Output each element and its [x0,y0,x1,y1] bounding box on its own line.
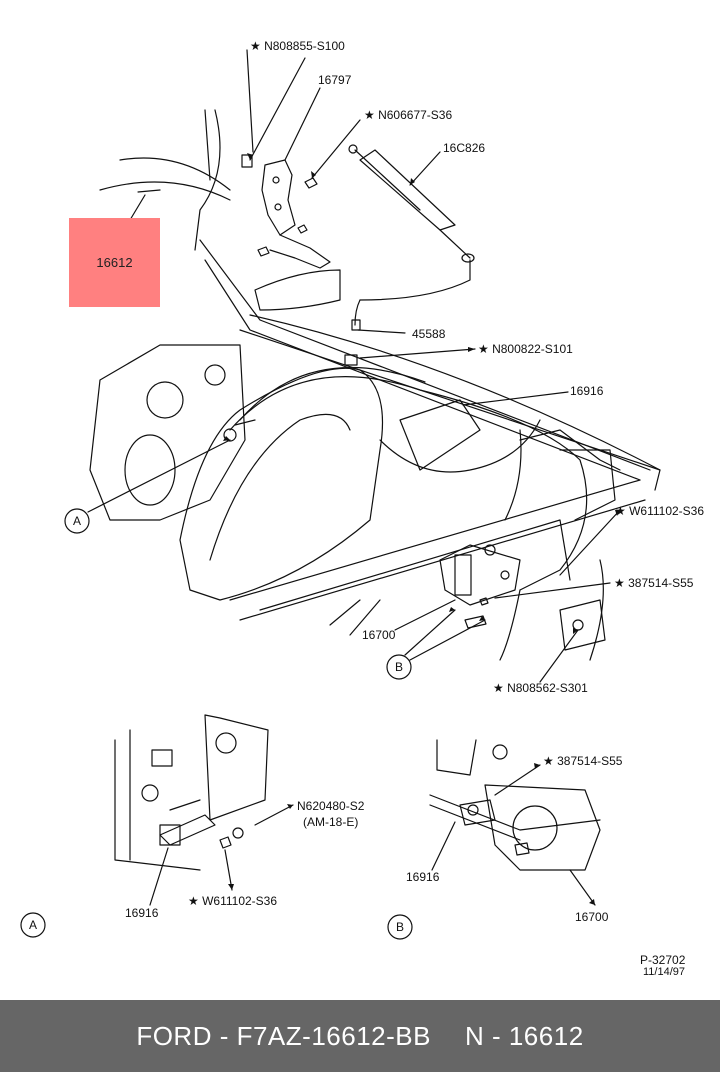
detail-b-drawing [429,739,601,906]
footer-short-ref: N - 16612 [464,1020,584,1051]
callout-16797: 16797 [318,73,352,87]
callout-16916-top: 16916 [570,384,604,398]
hood-hinge [241,154,331,269]
callout-387514-top: ★ 387514-S55 [614,576,694,590]
callout-w611102-a: ★ W611102-S36 [188,894,277,908]
callout-n808562: ★ N808562-S301 [493,681,588,695]
highlighted-part-label: 16612 [69,218,160,307]
circle-b-detail-label: B [396,920,404,934]
callout-16916-b: 16916 [406,870,440,884]
detail-a-drawing [114,714,294,906]
callout-n808855: ★ N808855-S100 [250,39,345,53]
circle-a-main [64,508,90,534]
parts-diagram: ★ N808855-S100 16797 ★ N606677-S36 16C82… [20,39,704,978]
footer-bar: FORD - F7AZ-16612-BB N - 16612 [0,1000,720,1072]
callout-n620480: N620480-S2 [297,799,365,813]
callout-16916-a: 16916 [125,906,159,920]
hood-strut [348,144,475,263]
callout-w611102-top: ★ W611102-S36 [615,504,704,518]
highlighted-part-number: 16612 [96,255,133,270]
reference-date: 11/14/97 [643,966,685,978]
circle-a-detail [20,912,46,938]
circle-b-main [386,654,412,680]
callout-45588: 45588 [412,327,446,341]
callout-16700-top: 16700 [362,628,396,642]
circle-b-detail [387,914,413,940]
footer-part-number: FORD - F7AZ-16612-BB [136,1020,431,1051]
hood-latch [439,544,521,629]
hood-edge [194,109,221,251]
circle-a-detail-label: A [29,918,37,932]
callout-387514-b: ★ 387514-S55 [543,754,623,768]
callout-n606677: ★ N606677-S36 [364,108,452,122]
reference-number: P-32702 [640,953,686,967]
release-cable [229,376,588,591]
callout-16c826: 16C826 [443,141,485,155]
callout-am18e: (AM-18-E) [303,815,358,829]
circle-a-main-label: A [73,514,81,528]
callout-n800822: ★ N800822-S101 [478,342,573,356]
callout-16700-b: 16700 [575,910,609,924]
circle-b-main-label: B [395,660,403,674]
